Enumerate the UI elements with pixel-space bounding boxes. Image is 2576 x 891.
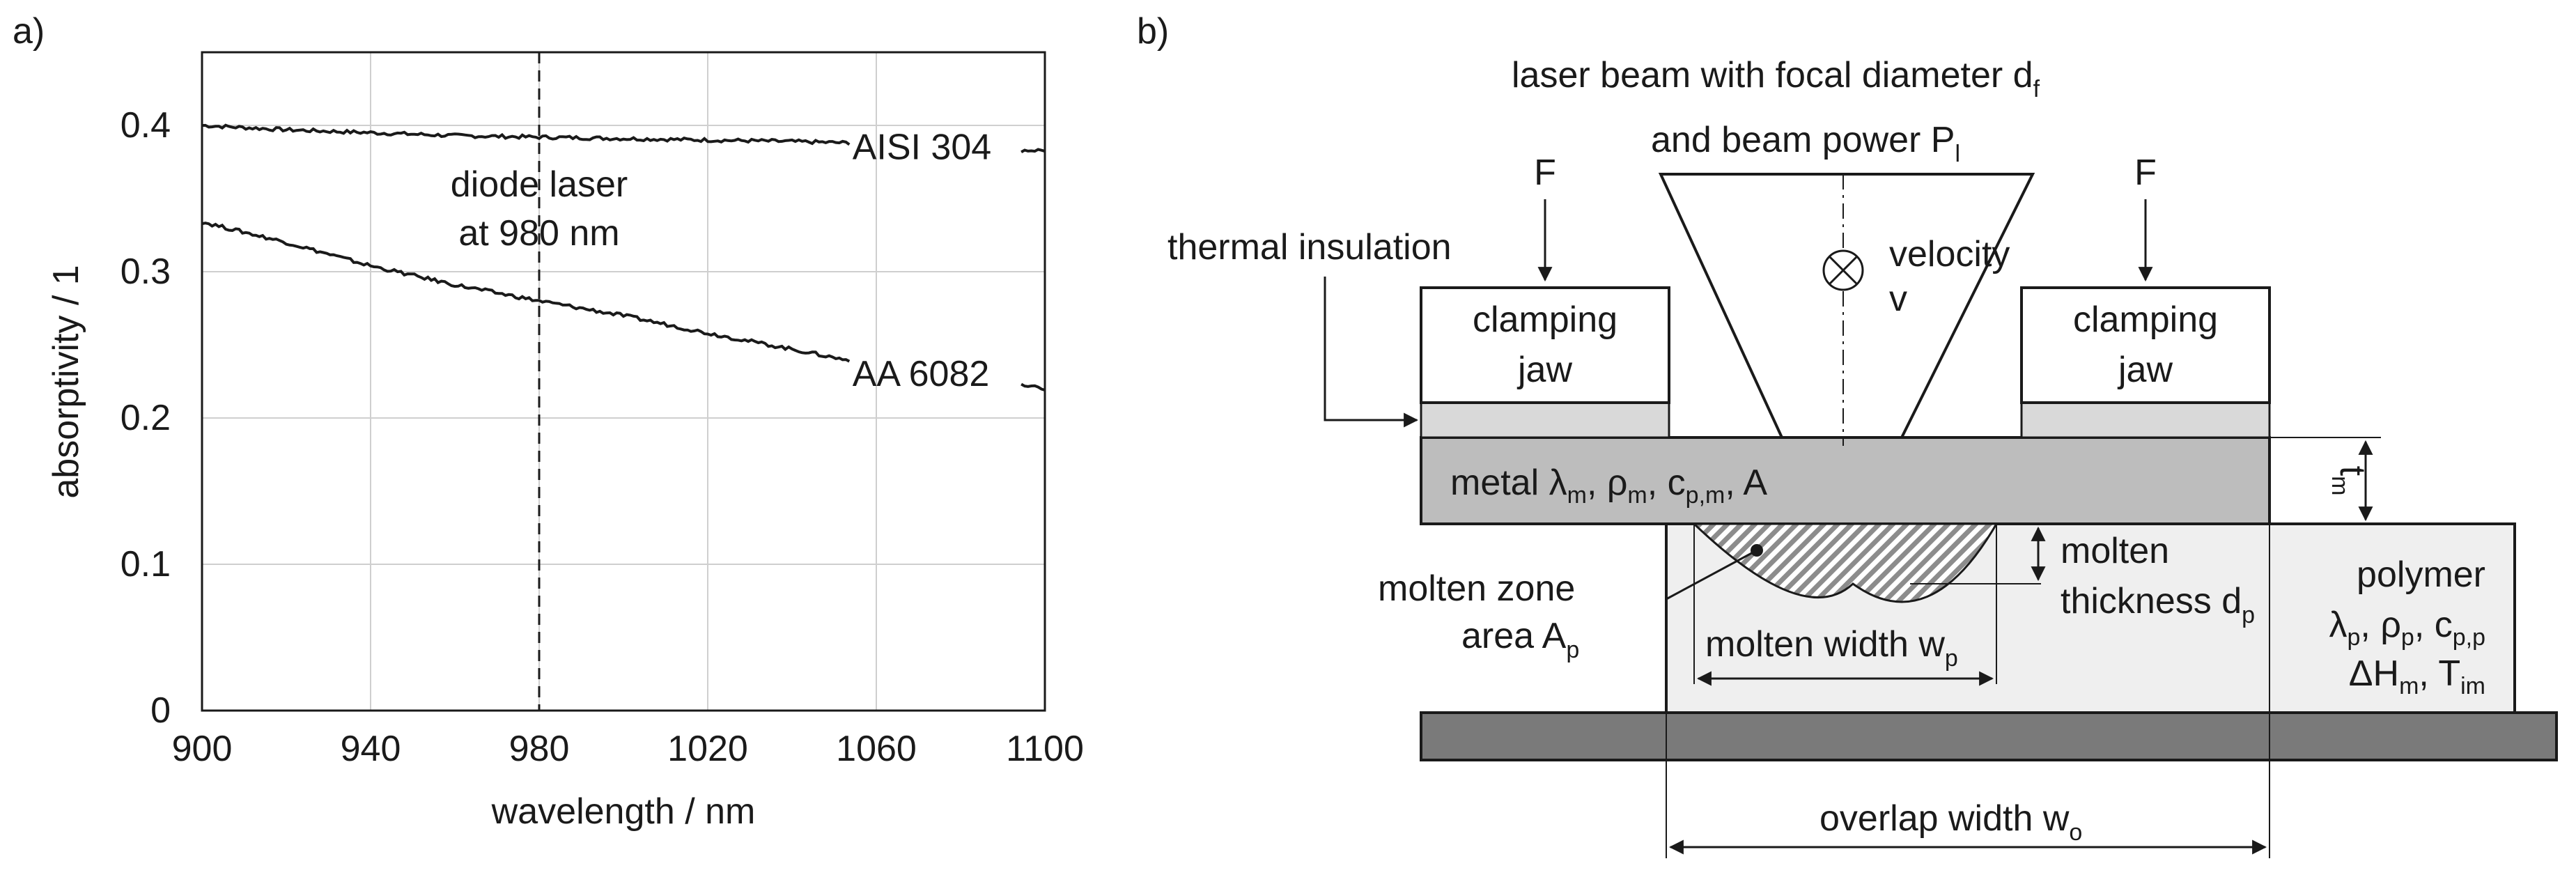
molten-zone-leader: [1666, 549, 1758, 601]
x-tick-label: 1020: [667, 729, 748, 769]
y-tick-label: 0.4: [121, 105, 171, 146]
x-tick-label: 940: [341, 729, 401, 769]
annotation-line1: diode laser: [451, 164, 628, 205]
jaw-right-line2: jaw: [2117, 350, 2173, 390]
molten-zone-label-line1: molten zone: [1378, 568, 1575, 609]
series-label: AA 6082: [853, 354, 990, 394]
molten-width-label: molten width wp: [1705, 624, 1958, 672]
jaw-right-line1: clamping: [2073, 300, 2218, 340]
x-tick-label: 1060: [836, 729, 917, 769]
velocity-label-line1: velocity: [1889, 234, 2010, 274]
clamping-jaw-left: [1420, 286, 1670, 404]
series-line-1: [201, 222, 851, 363]
molten-thickness-line1: molten: [2061, 531, 2169, 571]
insulation-right: [2020, 401, 2271, 439]
x-axis-label: wavelength / nm: [491, 791, 756, 832]
molten-zone: [1691, 522, 1999, 603]
y-tick-label: 0: [150, 690, 171, 731]
series-line-0: [201, 123, 851, 146]
force-left-label: F: [1534, 153, 1556, 193]
chart-series: [201, 123, 1046, 392]
insulation-left: [1420, 401, 1670, 439]
jaw-left-line1: clamping: [1473, 300, 1617, 340]
velocity-label-line2: v: [1889, 279, 1907, 319]
x-tick-label: 900: [172, 729, 233, 769]
x-tick-label: 1100: [1006, 729, 1084, 769]
velocity-cross-b: [1828, 255, 1859, 286]
clamping-jaw-right: [2020, 286, 2271, 404]
y-tick-label: 0.2: [121, 398, 171, 438]
molten-thickness-line2: thickness dp: [2061, 581, 2255, 628]
annotation-line2: at 980 nm: [458, 213, 619, 254]
x-tick-label: 980: [509, 729, 570, 769]
metal-label: metal λm, ρm, cp,m, A: [1450, 463, 1767, 509]
series-line-tail-1: [1021, 382, 1046, 392]
base-plate: [1420, 711, 2558, 761]
beam-title-line1: laser beam with focal diameter df: [1512, 55, 2040, 102]
y-axis-label: absorptivity / 1: [46, 265, 86, 498]
panel-b: b) clamping jaw clamping jaw F F velocit…: [1137, 11, 2558, 858]
series-label: AISI 304: [853, 127, 991, 167]
metal-thickness-label: tm: [2327, 466, 2373, 496]
polymer-label-line3: ΔHm, Tim: [2349, 653, 2485, 699]
overlap-width-label: overlap width wo: [1820, 798, 2082, 846]
chart-ticks: 900 940 980 1020 1060 1100 0 0.1 0.2 0.3 0.4: [121, 105, 1084, 769]
plot-frame: [201, 51, 1046, 712]
jaw-left-line2: jaw: [1516, 350, 1572, 390]
force-right-label: F: [2134, 153, 2157, 193]
panel-a-label: a): [13, 11, 45, 52]
thermal-insulation-label: thermal insulation: [1167, 227, 1452, 268]
laser-beam: [1658, 173, 2035, 439]
laser-wavelength-annotation: diode laser at 980 nm: [451, 52, 628, 711]
panel-b-label: b): [1137, 11, 1169, 52]
thermal-insulation-leader: [1324, 277, 1419, 428]
y-tick-label: 0.1: [121, 544, 171, 584]
molten-zone-label-line2: area Ap: [1461, 616, 1579, 663]
polymer-label-line1: polymer: [2357, 555, 2485, 595]
beam-title-line2: and beam power Pl: [1651, 120, 1960, 167]
series-line-tail-0: [1021, 148, 1046, 153]
series-labels: AISI 304 AA 6082: [853, 127, 991, 394]
y-tick-label: 0.3: [121, 251, 171, 292]
panel-a: a) diode laser at 980 nm 900 940 980 1020 106…: [13, 11, 1084, 832]
